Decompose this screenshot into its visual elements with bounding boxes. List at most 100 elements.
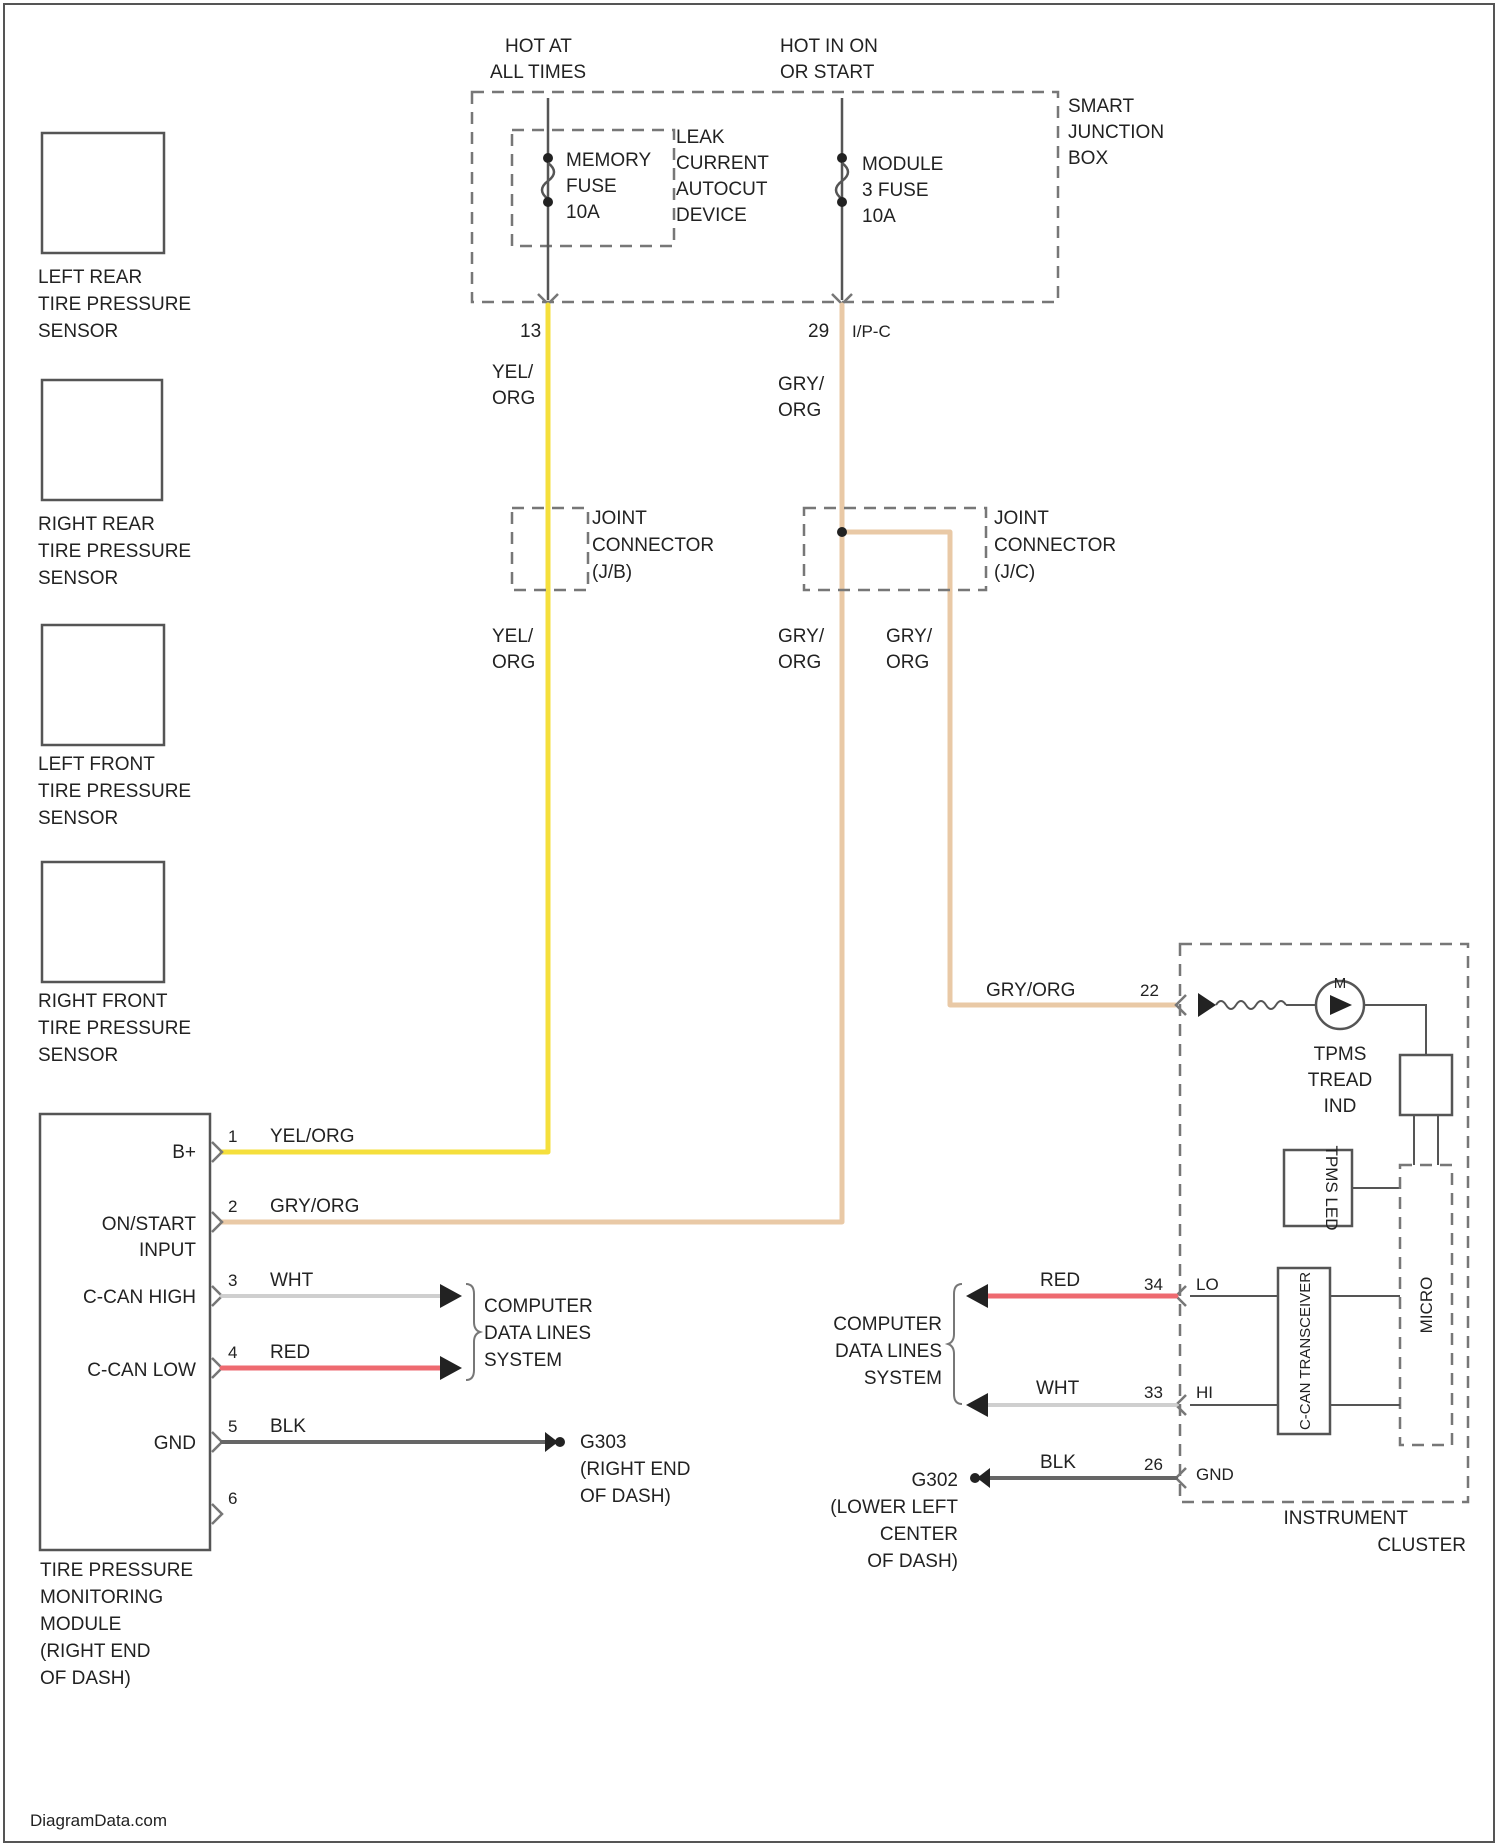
joint-connector-label: JOINT xyxy=(994,508,1049,529)
sensor-label: TIRE PRESSURE xyxy=(38,1018,191,1039)
wire-color-label: ORG xyxy=(492,388,535,409)
pin-number: 2 xyxy=(228,1197,237,1216)
joint-connector-outline xyxy=(804,508,986,590)
wire-color-label: GRY/ xyxy=(778,374,825,395)
lamp-driver-box xyxy=(1400,1055,1452,1115)
memory-fuse-label: FUSE xyxy=(566,176,617,197)
gry-org-cluster-wire xyxy=(842,532,1175,1005)
gry-org-wire xyxy=(222,305,842,1222)
sensor-box xyxy=(42,133,164,253)
splice-dot xyxy=(837,527,847,537)
data-lines-label: COMPUTER xyxy=(833,1314,942,1335)
tpms-indicator-label: IND xyxy=(1324,1096,1357,1117)
wire-color-label: BLK xyxy=(270,1416,306,1437)
arrow-right-icon xyxy=(1198,993,1216,1017)
sensor-label: TIRE PRESSURE xyxy=(38,541,191,562)
wire-color-label: BLK xyxy=(1040,1452,1076,1473)
module-pin-label: INPUT xyxy=(139,1240,196,1261)
autocut-device-label: LEAK xyxy=(676,127,725,148)
pin-number: 6 xyxy=(228,1489,237,1508)
module-fuse-label: 10A xyxy=(862,206,896,227)
module-pin-label: B+ xyxy=(172,1142,196,1163)
autocut-device-label: AUTOCUT xyxy=(676,179,768,200)
ground-label: G302 xyxy=(912,1470,958,1491)
wire-color-label: GRY/ xyxy=(778,626,825,647)
joint-connector-label: (J/C) xyxy=(994,562,1035,583)
cluster-name: CLUSTER xyxy=(1377,1535,1466,1556)
tpms-indicator-label: TREAD xyxy=(1308,1070,1372,1091)
pin-number: 33 xyxy=(1144,1383,1163,1402)
arrow-right-icon xyxy=(440,1284,462,1308)
ground-icon xyxy=(970,1473,980,1483)
resistor-icon xyxy=(1216,1001,1286,1009)
ground-label: (RIGHT END xyxy=(580,1459,690,1480)
ground-label: CENTER xyxy=(880,1524,958,1545)
tpms-led-label: TPMS LED xyxy=(1322,1145,1341,1230)
data-lines-label: COMPUTER xyxy=(484,1296,593,1317)
module-name: OF DASH) xyxy=(40,1668,131,1689)
wire-color-label: ORG xyxy=(886,652,929,673)
ground-label: (LOWER LEFT xyxy=(830,1497,958,1518)
hot-at-all-times-label: HOT AT xyxy=(505,36,572,57)
cluster-pin-label: GND xyxy=(1196,1465,1234,1484)
joint-connector-label: (J/B) xyxy=(592,562,632,583)
can-transceiver-label: C-CAN TRANSCEIVER xyxy=(1297,1272,1314,1430)
pin-number: 1 xyxy=(228,1127,237,1146)
sensor-label: SENSOR xyxy=(38,808,118,829)
joint-connector-label: CONNECTOR xyxy=(592,535,714,556)
autocut-device-label: CURRENT xyxy=(676,153,769,174)
pin-number: 22 xyxy=(1140,981,1159,1000)
fuse-terminal xyxy=(543,153,553,163)
cluster-pin-label: HI xyxy=(1196,1383,1213,1402)
memory-fuse-label: 10A xyxy=(566,202,600,223)
sensor-label: RIGHT REAR xyxy=(38,514,155,535)
module-pin-label: ON/START xyxy=(102,1214,197,1235)
module-pin-label: C-CAN HIGH xyxy=(83,1287,196,1308)
right-rear-sensor: RIGHT REAR TIRE PRESSURE SENSOR xyxy=(38,380,191,589)
tpms-indicator-label: TPMS xyxy=(1314,1044,1367,1065)
cluster-name: INSTRUMENT xyxy=(1283,1508,1408,1529)
data-lines-label: DATA LINES xyxy=(484,1323,591,1344)
sensor-label: TIRE PRESSURE xyxy=(38,294,191,315)
module-fuse-label: MODULE xyxy=(862,154,943,175)
yel-org-wire xyxy=(222,305,548,1152)
wire-color-label: RED xyxy=(1040,1270,1080,1291)
module-name: MODULE xyxy=(40,1614,121,1635)
wire-color-label: GRY/ xyxy=(886,626,933,647)
wire-color-label: GRY/ORG xyxy=(270,1196,359,1217)
wire-color-label: ORG xyxy=(778,652,821,673)
joint-connector-jb: JOINT CONNECTOR (J/B) xyxy=(512,508,714,590)
hot-in-on-label: OR START xyxy=(780,62,875,83)
wire-color-label: WHT xyxy=(1036,1378,1080,1399)
sensor-box xyxy=(42,380,162,500)
fuse-terminal xyxy=(837,197,847,207)
diagram-frame xyxy=(4,4,1494,1842)
lamp-diode-icon xyxy=(1330,995,1352,1015)
hot-at-all-times-label: ALL TIMES xyxy=(490,62,586,83)
wire-color-label: RED xyxy=(270,1342,310,1363)
autocut-device-label: DEVICE xyxy=(676,205,747,226)
data-lines-label: SYSTEM xyxy=(484,1350,562,1371)
sensor-label: RIGHT FRONT xyxy=(38,991,168,1012)
left-front-sensor: LEFT FRONT TIRE PRESSURE SENSOR xyxy=(38,625,191,829)
fuse-terminal xyxy=(543,197,553,207)
cluster-pin-label: LO xyxy=(1196,1275,1219,1294)
pin-number: 29 xyxy=(808,321,829,342)
pin-number: 4 xyxy=(228,1343,237,1362)
sensor-label: LEFT FRONT xyxy=(38,754,155,775)
arrow-left-icon xyxy=(966,1393,988,1417)
ground-label: G303 xyxy=(580,1432,626,1453)
connector-pin-icon xyxy=(212,1142,222,1162)
joint-connector-jc: JOINT CONNECTOR (J/C) xyxy=(804,508,1116,590)
fuse-terminal xyxy=(837,153,847,163)
data-lines-label: SYSTEM xyxy=(864,1368,942,1389)
sensor-label: TIRE PRESSURE xyxy=(38,781,191,802)
cluster-internal-line xyxy=(1364,1005,1426,1055)
wire-color-label: ORG xyxy=(492,652,535,673)
module-name: MONITORING xyxy=(40,1587,163,1608)
module-name: (RIGHT END xyxy=(40,1641,150,1662)
pin-number: 26 xyxy=(1144,1455,1163,1474)
lamp-symbol: M xyxy=(1334,975,1347,992)
sensor-box xyxy=(42,625,164,745)
